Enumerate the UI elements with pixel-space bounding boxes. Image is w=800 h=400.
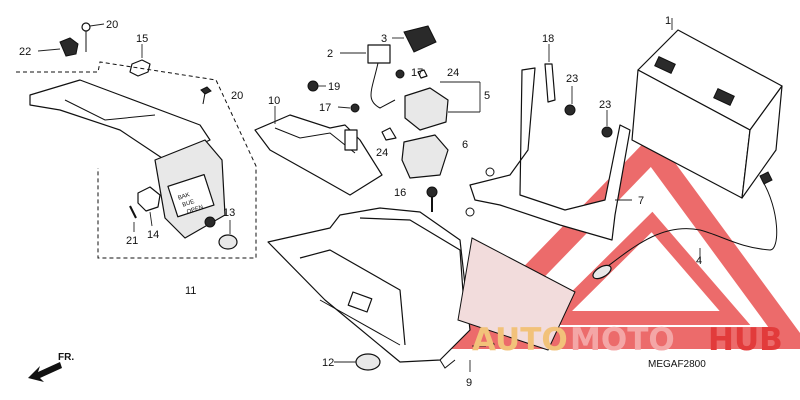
watermark-moto: MOTO <box>570 322 675 358</box>
callout-14: 14 <box>147 229 159 241</box>
part-19-bolt <box>307 80 326 92</box>
fuse-label-1: BAK <box>177 192 190 201</box>
callout-23b: 23 <box>599 99 611 111</box>
part-20-screw <box>200 86 212 105</box>
callouts: 1 2 3 4 5 6 7 8 9 10 11 12 13 14 15 16 1… <box>19 15 702 389</box>
part-23-bolts <box>564 86 613 138</box>
callout-16: 16 <box>394 187 406 199</box>
callout-24a: 24 <box>447 67 459 79</box>
fuse-label-2: BUE <box>182 199 196 209</box>
part-14-connector <box>137 186 161 227</box>
callout-13: 13 <box>223 207 235 219</box>
callout-19: 19 <box>328 81 340 93</box>
callout-9: 9 <box>466 377 472 389</box>
part-3-cap <box>392 25 437 53</box>
callout-5: 5 <box>484 90 490 102</box>
front-direction-arrow: FR. <box>28 352 74 382</box>
callout-6: 6 <box>462 139 468 151</box>
part-12-grommet <box>334 353 381 371</box>
callout-10: 10 <box>268 95 280 107</box>
front-label: FR. <box>58 352 74 363</box>
callout-17a: 17 <box>411 67 423 79</box>
part-10-cover <box>254 106 383 196</box>
callout-21: 21 <box>126 235 138 247</box>
part-24-clips <box>381 69 428 141</box>
callout-3: 3 <box>381 33 387 45</box>
callout-1: 1 <box>665 15 671 27</box>
callout-4: 4 <box>696 255 702 267</box>
part-13-grommet <box>218 220 238 250</box>
part-18-band <box>544 44 556 103</box>
callout-15: 15 <box>136 33 148 45</box>
part-2-cable <box>340 44 396 109</box>
callout-20b: 20 <box>231 90 243 102</box>
watermark-text: AUTO MOTO HUB <box>472 322 783 358</box>
callout-20a: 20 <box>106 19 118 31</box>
part-16-bolt <box>426 186 438 212</box>
part-5-starter-relay <box>404 81 481 131</box>
callout-24b: 24 <box>376 147 388 159</box>
part-11-fuse-box-assembly: BAK BUE OPEN <box>16 61 257 259</box>
callout-11: 11 <box>185 285 196 297</box>
watermark-hub: HUB <box>708 322 783 358</box>
callout-8: 8 <box>489 341 495 353</box>
diagram-code: MEGAF2800 <box>648 359 706 370</box>
part-6-rubber-mount <box>401 134 449 179</box>
callout-17b: 17 <box>319 102 331 114</box>
part-21-pin <box>129 205 137 232</box>
part-7-battery-stay <box>465 67 632 241</box>
part-1-battery <box>631 18 783 199</box>
part-22-clip <box>37 37 79 57</box>
part-9-battery-box <box>267 207 471 372</box>
watermark-auto: AUTO <box>472 322 568 358</box>
part-15-nut <box>129 44 151 77</box>
part-20-screw-top <box>81 22 105 52</box>
part-8-mat <box>457 237 576 351</box>
callout-7: 7 <box>638 195 644 207</box>
part-4-cable <box>592 171 778 280</box>
callout-12: 12 <box>322 357 334 369</box>
callout-22: 22 <box>19 46 31 58</box>
callout-23a: 23 <box>566 73 578 85</box>
fuse-label-3: OPEN <box>186 205 204 216</box>
callout-18: 18 <box>542 33 554 45</box>
callout-2: 2 <box>327 48 333 60</box>
part-17-bolts <box>337 69 405 113</box>
